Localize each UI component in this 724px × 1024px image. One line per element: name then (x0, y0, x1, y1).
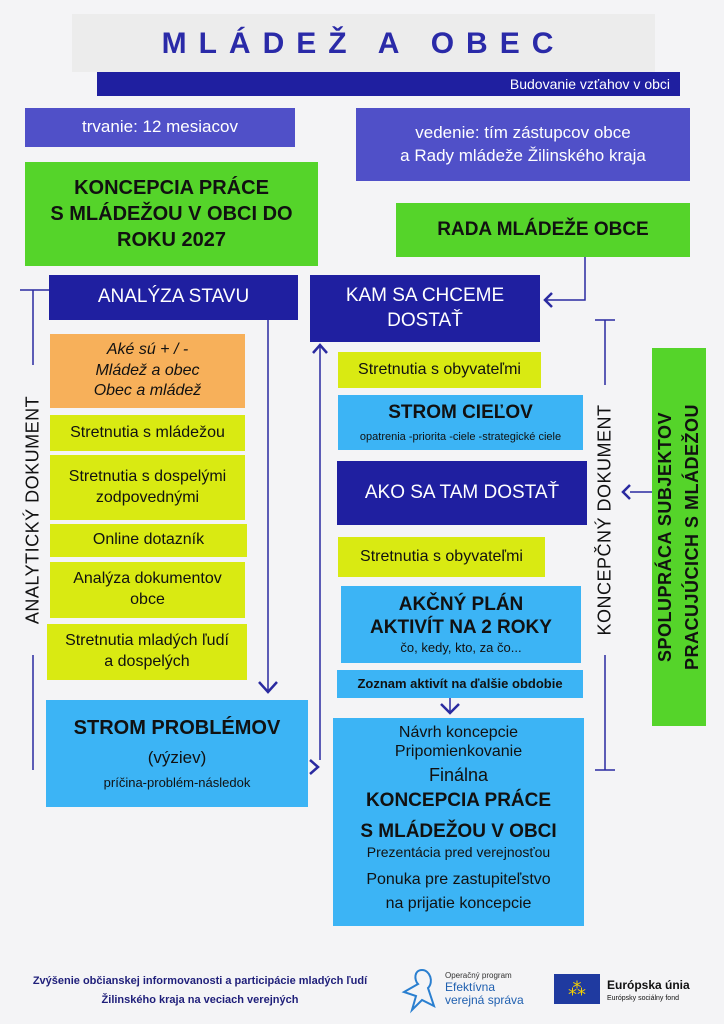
op-logo-icon (401, 968, 436, 1014)
op-line: Efektívna (445, 979, 496, 994)
op-line: Operačný program (445, 971, 512, 980)
goal-title: STROM CIEĽOV (388, 402, 533, 423)
heading-line: DOSTAŤ (387, 309, 463, 331)
analysis-item: Stretnutia s dospelými zodpovednými (50, 455, 245, 520)
concept-line: ROKU 2027 (117, 229, 226, 251)
line: Mládež a obec (95, 361, 200, 379)
lead-line: vedenie: tím zástupcov obce (415, 123, 631, 143)
final-line: Finálna (428, 765, 489, 786)
problem-title: STROM PROBLÉMOV (73, 717, 281, 739)
concept-line: S MLÁDEŽOU V OBCI DO (50, 203, 293, 225)
final-line: KONCEPCIA PRÁCE (365, 789, 552, 811)
final-line: S MLÁDEŽOU V OBCI (360, 820, 557, 842)
eu-flag-icon: ⁂ (554, 974, 600, 1004)
heading-line: KAM SA CHCEME (345, 284, 505, 306)
cooperation-box: SPOLUPRÁCA SUBJEKTOV PRACUJÚCICH S MLÁDEŽ… (652, 348, 706, 726)
coop-line: PRACUJÚCICH S MLÁDEŽOU (682, 403, 702, 671)
footer-text: Zvýšenie občianskej informovanosti a par… (10, 972, 390, 1009)
analysis-item: Analýza dokumentov obce (50, 562, 245, 618)
final-line: Prezentácia pred verejnosťou (366, 843, 551, 860)
problem-sub: (výziev) (147, 748, 207, 767)
line: Analýza dokumentov (73, 570, 222, 588)
plan-desc: čo, kedy, kto, za čo... (400, 640, 522, 656)
concept-line: KONCEPCIA PRÁCE (74, 177, 269, 199)
line: Stretnutia s dospelými (68, 467, 227, 485)
analysis-item: Stretnutia mladých ľudí a dospelých (47, 624, 247, 680)
footer-line: Žilinského kraja na veciach verejných (101, 993, 299, 1006)
problem-desc: príčina-problém-následok (103, 775, 251, 791)
problem-tree-box: STROM PROBLÉMOV (výziev) príčina-problém-n… (46, 700, 308, 807)
analysis-item: Online dotazník (50, 524, 247, 557)
how-heading: AKO SA TAM DOSTAŤ (337, 461, 587, 525)
line: Aké sú + / - (106, 340, 189, 358)
op-line: verejná správa (445, 992, 524, 1007)
subtitle: Budovanie vzťahov v obci (97, 72, 680, 96)
analysis-item: Stretnutia s mládežou (50, 415, 245, 451)
final-line: Návrh koncepcie (398, 724, 519, 741)
duration-box: trvanie: 12 mesiacov (25, 108, 295, 147)
eu-line: Európska únia (607, 978, 690, 992)
council-box: RADA MLÁDEŽE OBCE (396, 203, 690, 257)
goal-tree-box: STROM CIEĽOV opatrenia -priorita -ciele -… (338, 395, 583, 450)
line: a dospelých (104, 653, 190, 670)
goal-desc: opatrenia -priorita -ciele -strategické … (359, 430, 562, 443)
coop-line: SPOLUPRÁCA SUBJEKTOV (655, 411, 675, 663)
lead-line: a Rady mládeže Žilinského kraja (400, 145, 646, 165)
meeting-item: Stretnutia s obyvateľmi (338, 537, 545, 577)
page-title: MLÁDEŽ A OBEC (72, 14, 655, 72)
concept-box: KONCEPCIA PRÁCE S MLÁDEŽOU V OBCI DO ROKU … (25, 162, 318, 266)
line: zodpovednými (95, 488, 200, 506)
final-line: Ponuka pre zastupiteľstvo (366, 871, 551, 889)
final-line: Pripomienkovanie (394, 743, 523, 761)
final-concept-box: Návrh koncepcie Pripomienkovanie Finálna… (333, 718, 584, 926)
activity-list-box: Zoznam aktivít na ďalšie obdobie (337, 670, 583, 698)
concept-doc-label: KONCEPČNÝ DOKUMENT (594, 404, 615, 636)
analytic-doc-label: ANALYTICKÝ DOKUMENT (22, 395, 43, 625)
final-line: na prijatie koncepcie (385, 894, 532, 912)
line: Obec a mládež (93, 382, 202, 400)
plan-line: AKTIVÍT NA 2 ROKY (370, 617, 552, 639)
line: Stretnutia mladých ľudí (65, 632, 229, 650)
eu-line: Európsky sociálny fond (607, 994, 679, 1002)
footer-line: Zvýšenie občianskej informovanosti a par… (32, 975, 368, 987)
plan-line: AKČNÝ PLÁN (398, 593, 524, 615)
meeting-item: Stretnutia s obyvateľmi (338, 352, 541, 388)
line: obce (130, 591, 165, 608)
goals-heading: KAM SA CHCEME DOSTAŤ (310, 275, 540, 342)
analysis-heading: ANALÝZA STAVU (49, 275, 298, 320)
